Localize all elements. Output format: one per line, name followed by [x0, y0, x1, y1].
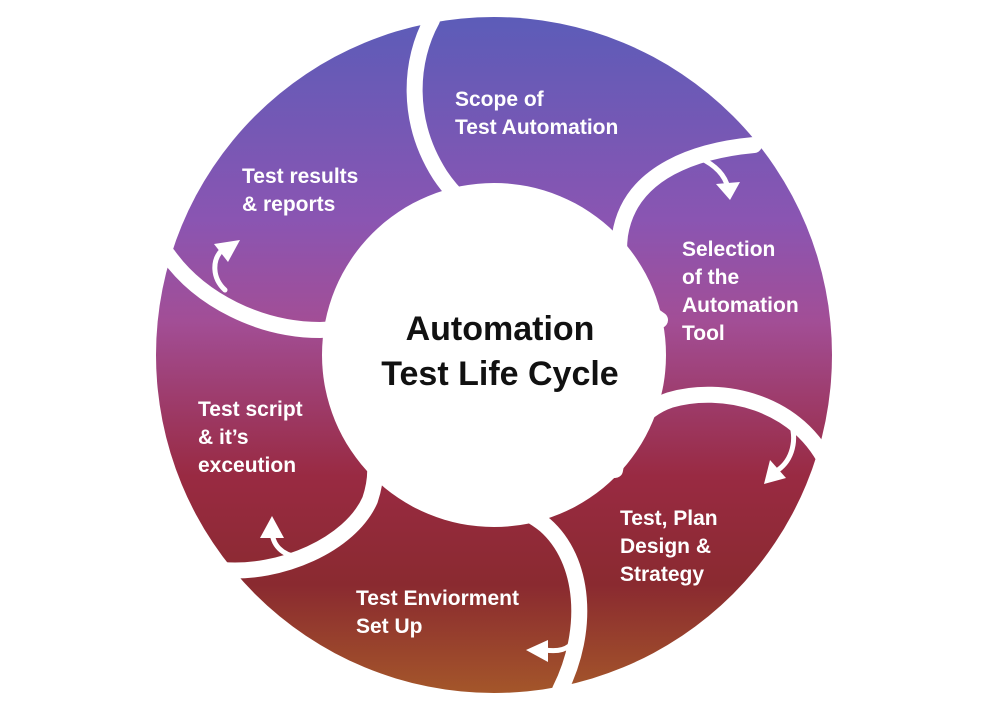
arrow-selection-to-plan [764, 417, 796, 484]
stage-plan-line-1: Test, Plan [620, 507, 718, 530]
stage-selection-line-3: Automation [682, 294, 799, 317]
center-title-line-2: Test Life Cycle [381, 355, 618, 393]
stage-scope-line-1: Scope of [455, 88, 545, 111]
stage-script: Test script & it’s exceution [198, 398, 303, 477]
stage-selection-line-2: of the [682, 266, 739, 289]
stage-selection: Selection of the Automation Tool [682, 238, 799, 345]
stage-script-line-1: Test script [198, 398, 303, 421]
stage-environment-line-1: Test Enviorment [356, 587, 519, 610]
stage-results-line-2: & reports [242, 193, 335, 216]
stage-scope: Scope of Test Automation [455, 88, 618, 139]
stage-selection-line-1: Selection [682, 238, 775, 261]
stage-plan-line-2: Design & [620, 535, 711, 558]
stage-script-line-2: & it’s [198, 426, 249, 449]
cycle-arrows [212, 155, 796, 662]
stage-script-line-3: exceution [198, 454, 296, 477]
center-title-line-1: Automation [406, 310, 595, 348]
arrow-plan-to-environment [526, 637, 578, 662]
stage-scope-line-2: Test Automation [455, 116, 618, 139]
arrow-script-to-results [212, 240, 240, 293]
stage-environment: Test Enviorment Set Up [356, 587, 519, 638]
arrow-environment-to-script [260, 516, 301, 560]
stage-results-line-1: Test results [242, 165, 358, 188]
stage-environment-line-2: Set Up [356, 615, 423, 638]
stage-results: Test results & reports [242, 165, 358, 216]
stage-selection-line-4: Tool [682, 322, 725, 345]
center-hub [322, 183, 666, 527]
stage-plan: Test, Plan Design & Strategy [620, 507, 718, 586]
stage-plan-line-3: Strategy [620, 563, 704, 586]
arrow-scope-to-selection [697, 155, 740, 200]
